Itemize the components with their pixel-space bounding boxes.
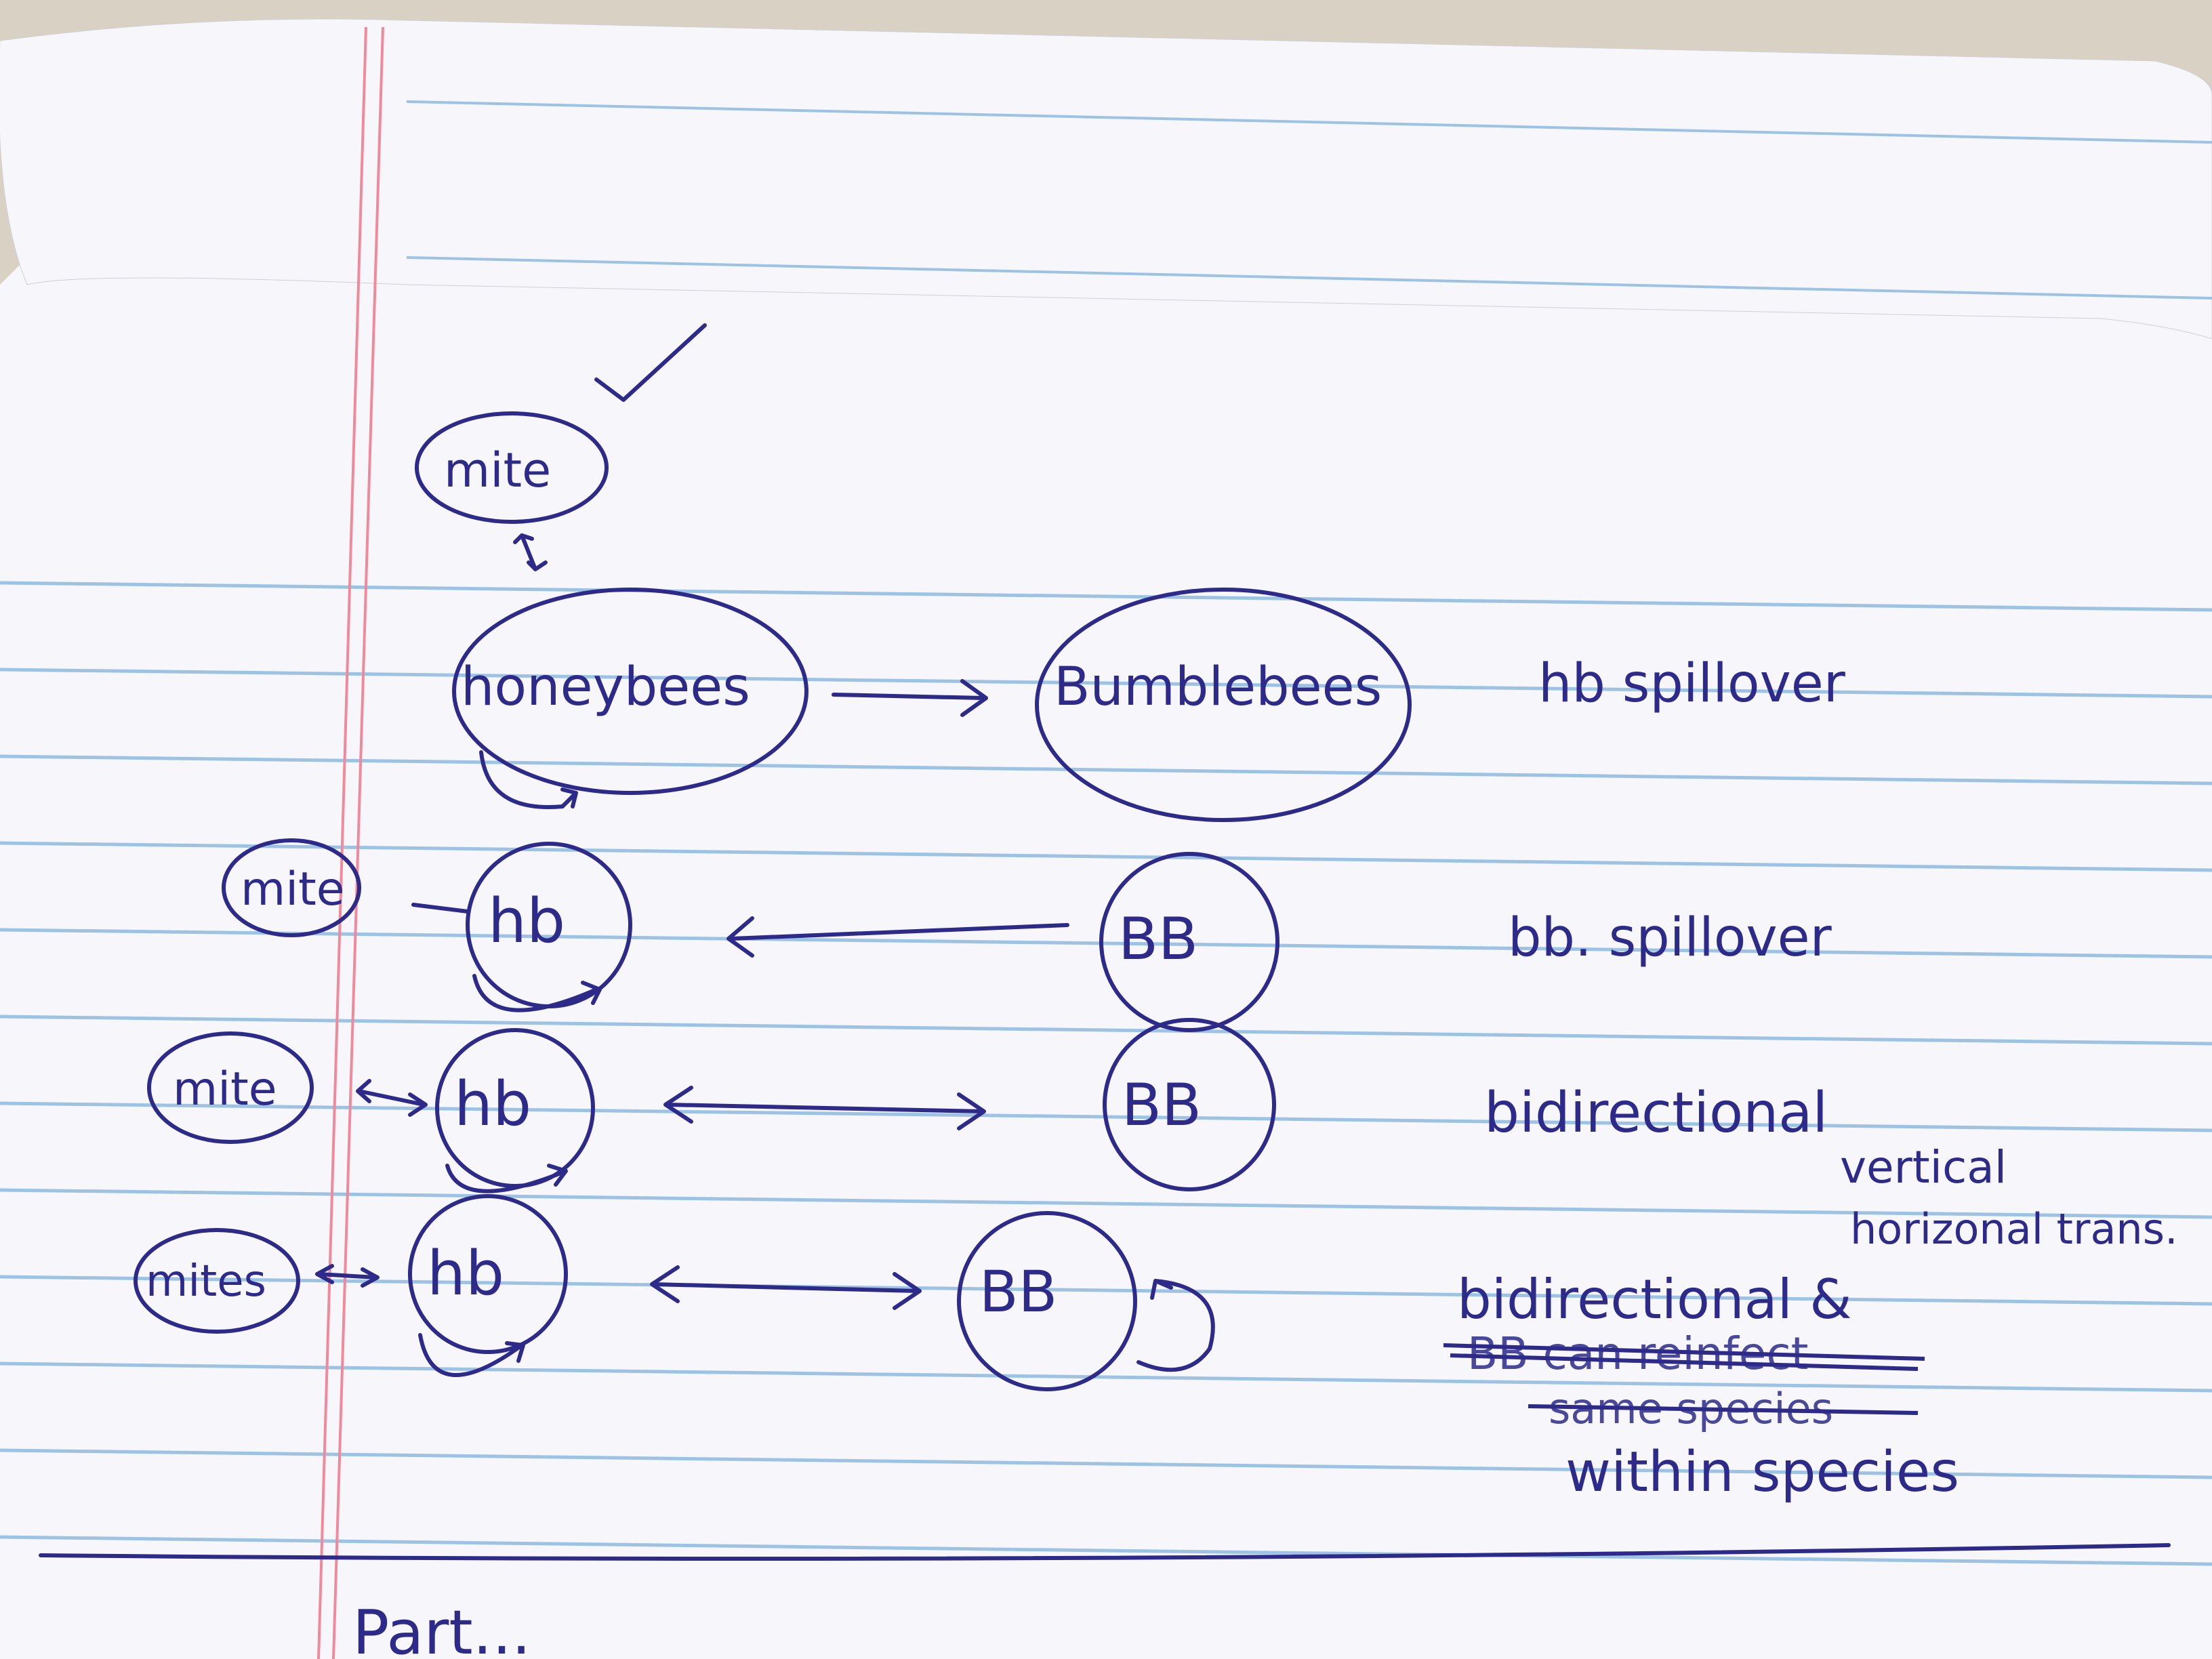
margin-lines [317,26,384,1659]
strike-line-3 [1528,1404,1919,1415]
self-loop-arrow-target-4 [1136,1279,1215,1372]
host-node-4 [408,1194,568,1354]
ruled-line [0,1188,2212,1219]
host-node-1 [452,588,808,795]
ruled-line [0,1361,2212,1393]
mite-label-2: mite [241,863,345,916]
target-label-1: Bumblebees [1054,657,1382,718]
row1-description: hb spillover [1538,653,1846,714]
double-arrow-mite-host-3 [356,1079,428,1117]
double-arrow-host-target-4 [650,1265,922,1310]
double-arrow-host-target-3 [663,1086,986,1130]
footer-partial-text: Part... [352,1597,531,1659]
mite-node-2 [222,838,361,937]
arrow-host-to-target-1 [832,679,988,717]
strike-line-1 [1443,1343,1925,1361]
ruled-line [0,1015,2212,1046]
ruled-line [0,1535,2212,1566]
target-node-2 [1099,852,1279,1032]
curled-page-flap [0,18,2212,340]
ruled-line [0,841,2212,872]
row4-description-cont: within species [1565,1440,1959,1504]
ruled-line [0,928,2212,959]
target-node-1 [1035,588,1412,822]
target-label-4: BB [979,1258,1057,1325]
mite-label-3: mite [173,1063,277,1116]
host-label-4: hb [427,1238,504,1309]
ruled-line [0,668,2212,699]
host-label-1: honeybees [461,657,750,718]
row3-description: bidirectional [1484,1081,1828,1145]
row2-description: bb. spillover [1508,907,1832,968]
ruled-line [0,581,2212,612]
self-loop-arrow-2 [472,974,602,1012]
target-label-3: BB [1122,1071,1202,1139]
self-loop-arrow-3 [445,1164,568,1193]
double-arrow-mite-host-1 [513,533,548,571]
checkmark-icon [594,323,707,402]
arrow-target-to-host-2 [726,916,1069,958]
ruled-line-flap [406,100,2212,144]
double-arrow-mite-host-2 [411,903,470,914]
self-loop-arrow-1 [479,750,578,809]
target-label-2: BB [1118,905,1198,973]
strike-line-2 [1450,1353,1919,1371]
mite-label-1: mite [444,443,551,498]
ruled-line [0,754,2212,785]
mite-node-1 [415,411,609,524]
host-label-2: hb [488,886,565,957]
paper-page [0,258,2212,1659]
note-vertical: vertical [1840,1141,2007,1193]
divider-line [39,1543,2171,1561]
ruled-line [0,1448,2212,1479]
mite-node-3 [147,1031,314,1144]
ruled-line-flap [406,256,2212,300]
target-node-4 [957,1211,1137,1391]
host-label-3: hb [454,1069,531,1140]
mite-node-4 [134,1228,300,1334]
mite-label-4: mites [146,1256,266,1307]
row4-description: bidirectional & [1457,1268,1852,1331]
target-node-3 [1103,1018,1276,1191]
double-arrow-mite-host-4 [315,1264,380,1288]
self-loop-arrow-4 [418,1333,525,1377]
note-horizontal: horizonal trans. [1850,1204,2178,1254]
